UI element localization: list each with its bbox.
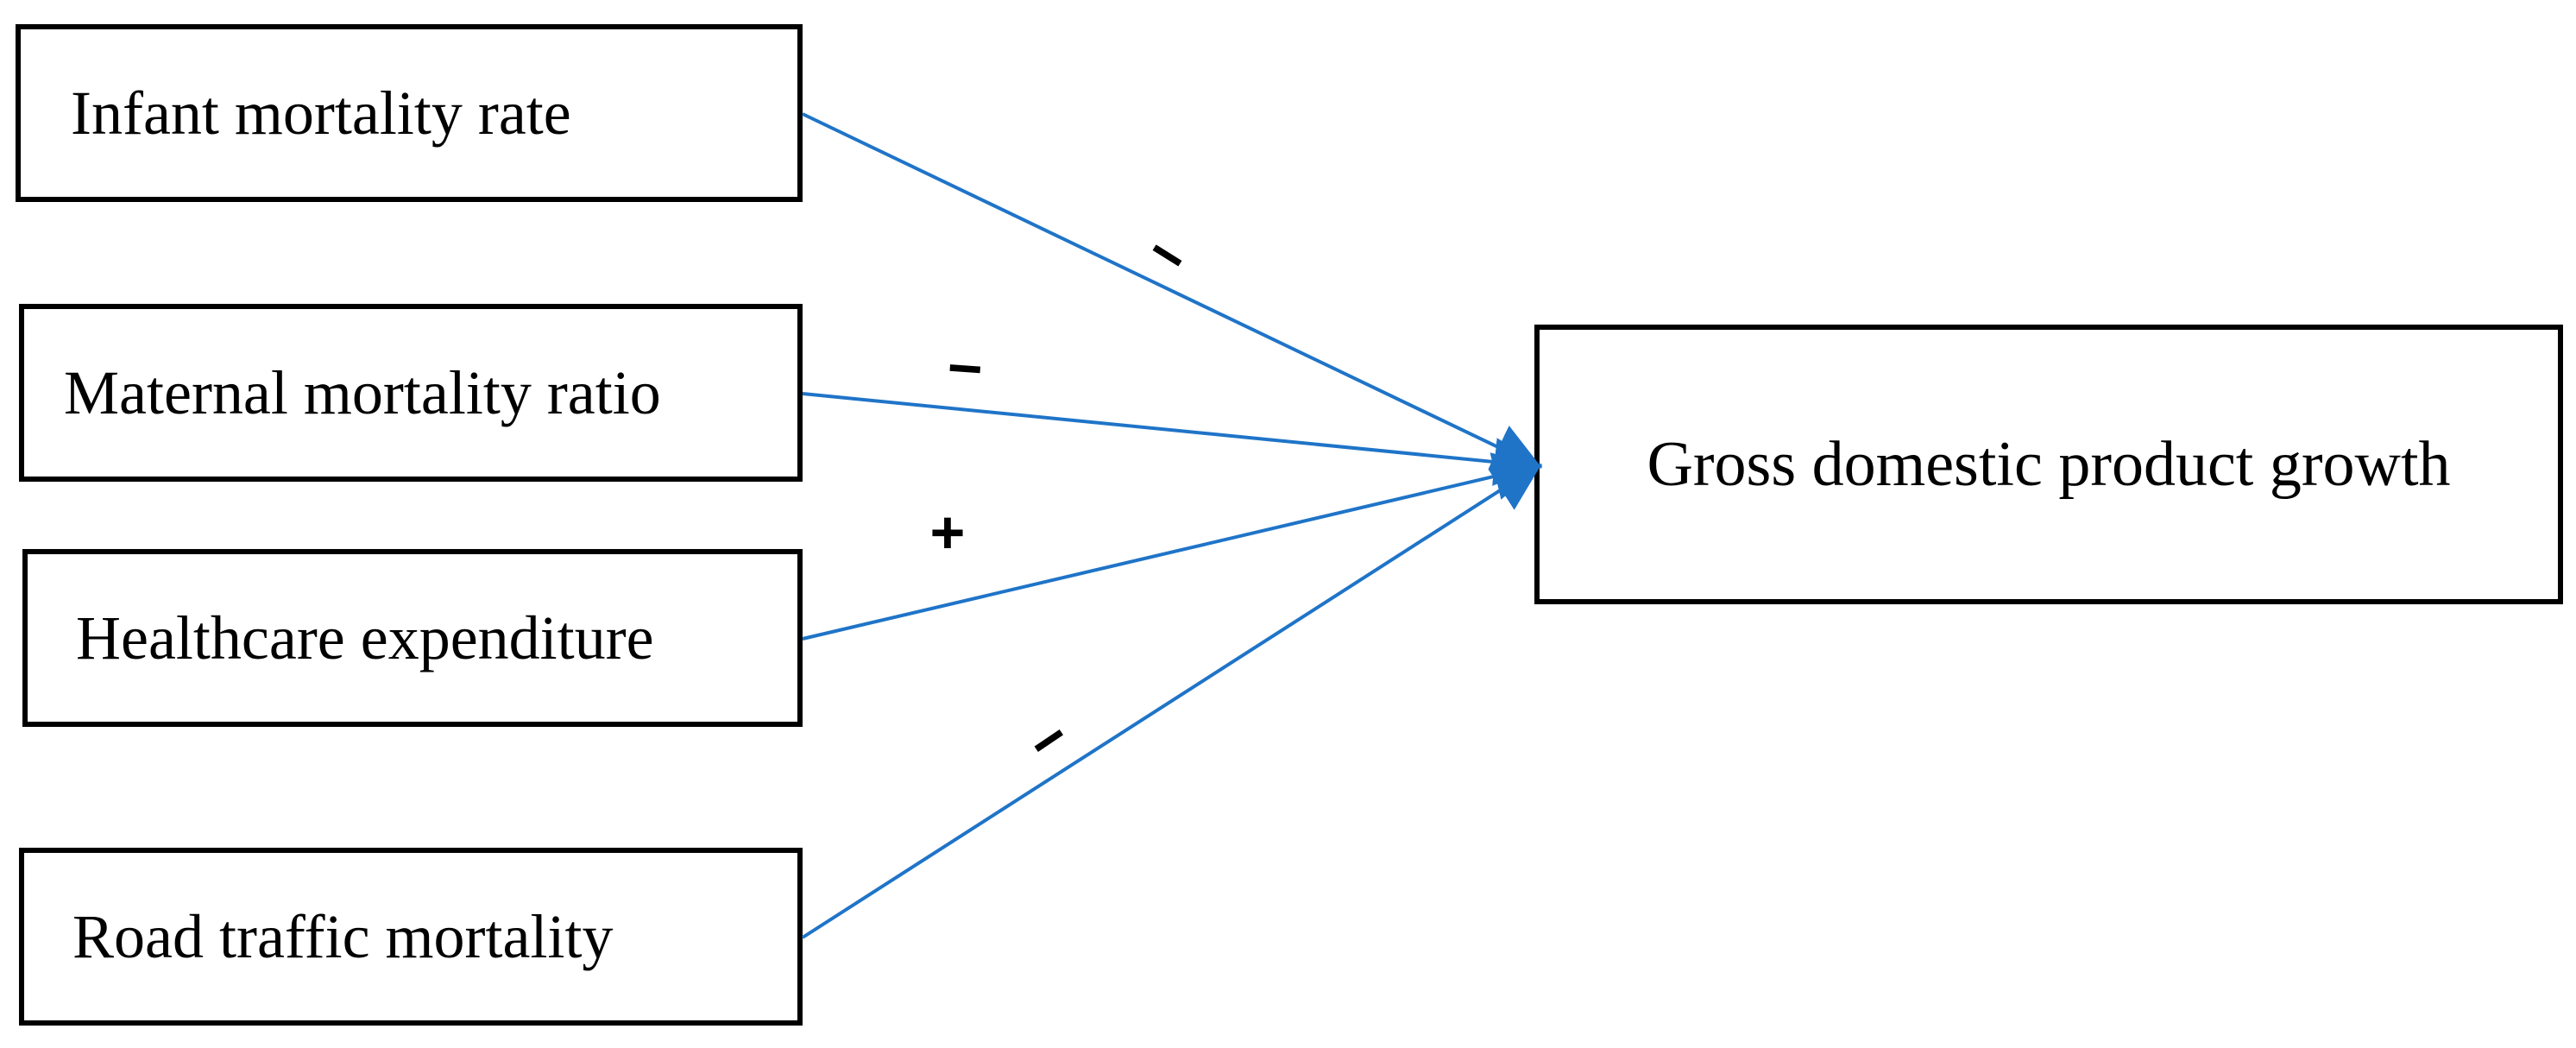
- edge-healthcare-expenditure-to-gdp-growth: [802, 452, 1543, 641]
- edge-infant-mortality-to-gdp-growth: [802, 112, 1543, 470]
- edge-sign-infant-mortality: −: [1135, 217, 1200, 293]
- edge-sign-healthcare-expenditure: +: [930, 498, 966, 565]
- edge-maternal-mortality-to-gdp-growth: [802, 392, 1543, 486]
- edge-sign-maternal-mortality: −: [945, 333, 985, 403]
- node-maternal-mortality-ratio: Maternal mortality ratio: [19, 304, 803, 482]
- node-healthcare-expenditure: Healthcare expenditure: [22, 549, 803, 727]
- edge-sign-road-traffic-mortality: −: [1015, 703, 1082, 779]
- node-gdp-growth: Gross domestic product growth: [1534, 325, 2563, 604]
- node-road-traffic-mortality: Road traffic mortality: [19, 848, 803, 1026]
- node-label: Infant mortality rate: [71, 78, 571, 148]
- node-infant-mortality-rate: Infant mortality rate: [16, 24, 803, 202]
- node-label: Maternal mortality ratio: [64, 357, 661, 427]
- edge-road-traffic-mortality-to-gdp-growth: [801, 463, 1542, 939]
- node-label: Healthcare expenditure: [76, 603, 654, 672]
- node-label: Road traffic mortality: [72, 901, 614, 971]
- node-label: Gross domestic product growth: [1647, 428, 2451, 500]
